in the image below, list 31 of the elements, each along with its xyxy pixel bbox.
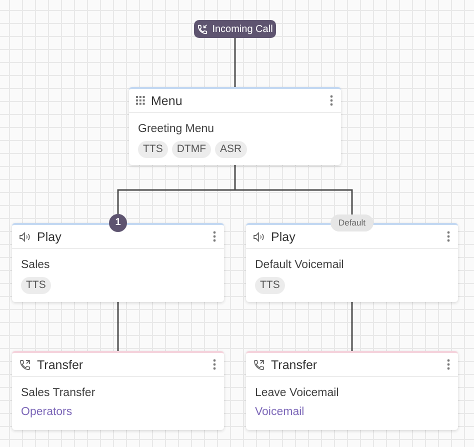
transfer-card (12, 351, 224, 430)
connector-line (351, 302, 353, 351)
card-title: Menu (151, 94, 182, 108)
tag-chip: TTS (21, 277, 51, 294)
card-title: Transfer (37, 358, 84, 372)
transfer-card (246, 351, 458, 430)
connector-line (117, 302, 119, 351)
card-title: Play (271, 230, 296, 244)
link-text: Voicemail (255, 405, 304, 420)
play-card (12, 223, 224, 302)
edge-label: 1 (109, 214, 127, 232)
node-title: Sales (21, 258, 50, 273)
card-title: Play (37, 230, 62, 244)
node-title: Greeting Menu (138, 122, 214, 137)
connector-line (235, 189, 353, 214)
node-title: Default Voicemail (255, 258, 344, 273)
node-title: Leave Voicemail (255, 386, 339, 401)
edge-label: Default (330, 214, 374, 232)
trigger-pill (194, 20, 276, 38)
tag-chip: DTMF (172, 141, 212, 158)
connector-line (234, 38, 236, 87)
card-title: Transfer (271, 358, 318, 372)
link-text: Operators (21, 405, 72, 420)
node-title: Sales Transfer (21, 386, 96, 401)
tag-chip: TTS (138, 141, 168, 158)
connector-line (234, 165, 236, 190)
tag-chip: ASR (215, 141, 247, 158)
connector-line (117, 189, 235, 214)
menu-card (129, 87, 341, 165)
tag-chip: TTS (255, 277, 285, 294)
node-label: Incoming Call (212, 24, 273, 34)
